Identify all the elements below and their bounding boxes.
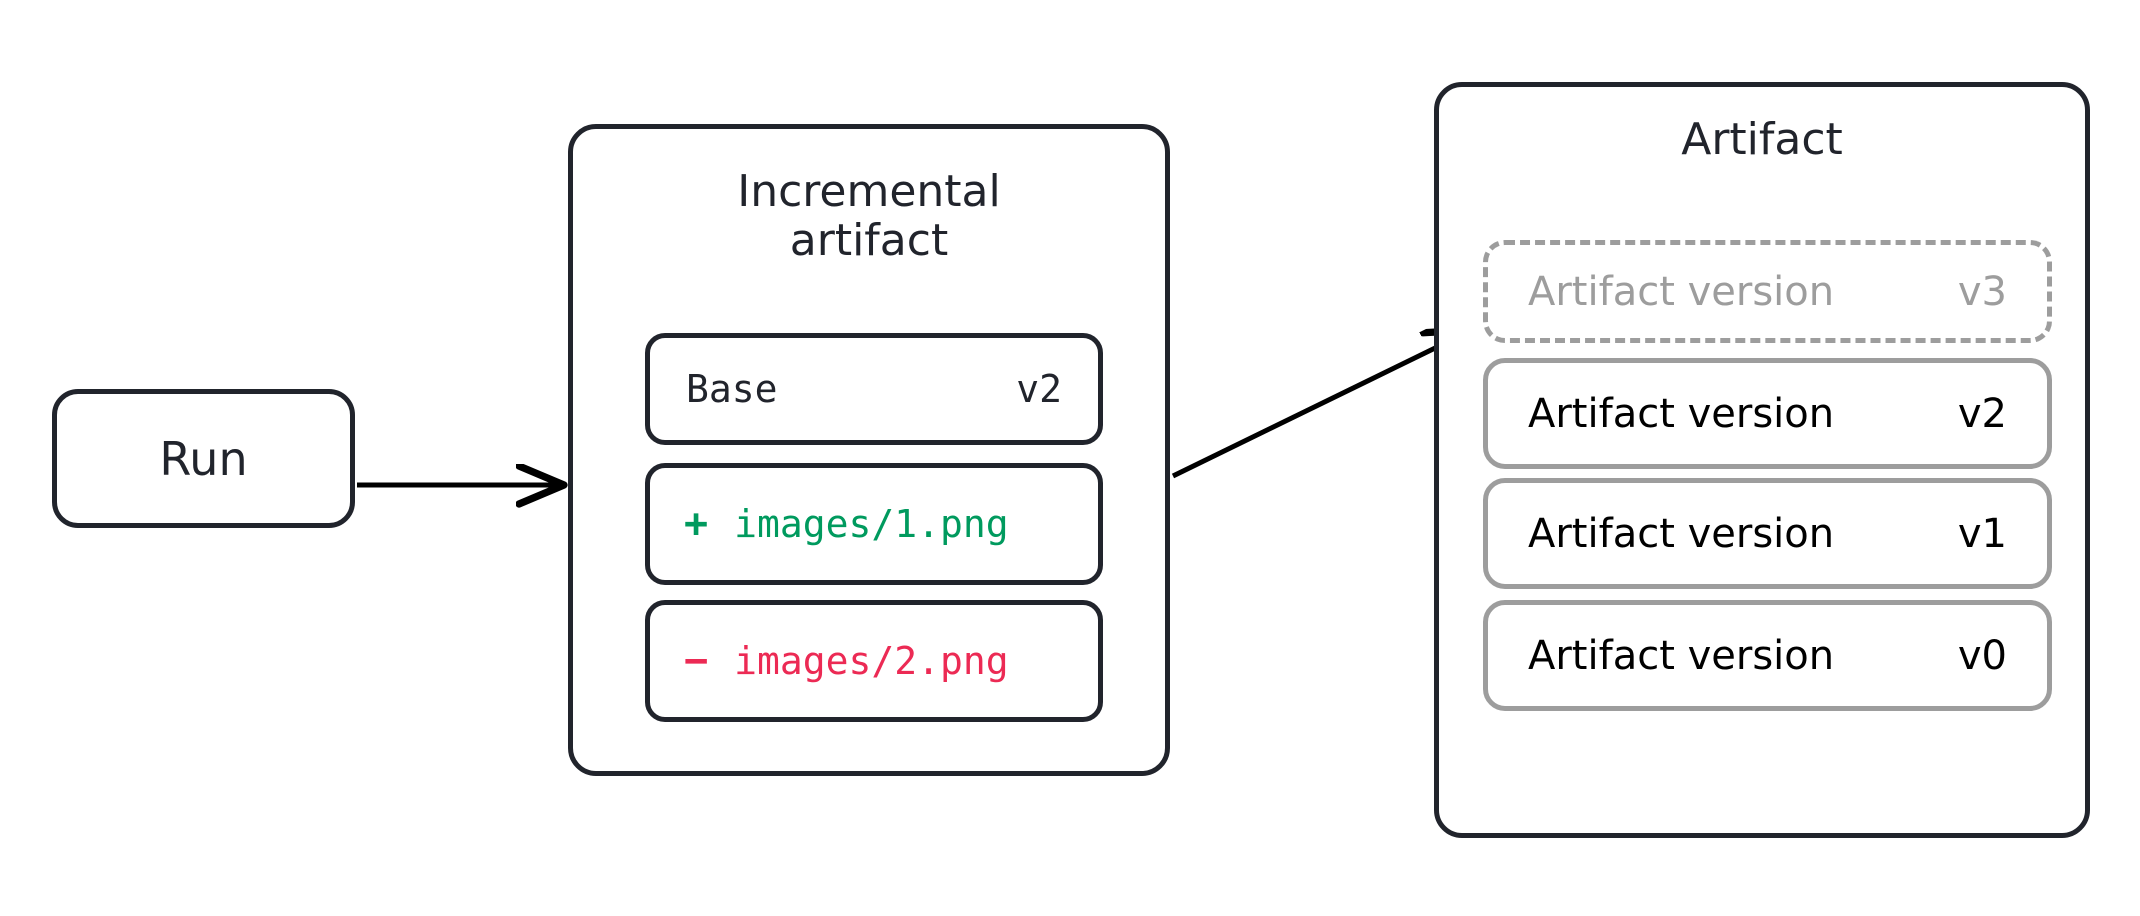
artifact-version-label-v3: Artifact version — [1528, 268, 1835, 315]
artifact-version-row-v2[interactable]: Artifact version v2 — [1483, 358, 2052, 469]
artifact-version-label-v2: Artifact version — [1528, 390, 1835, 437]
artifact-version-value-v2: v2 — [1957, 390, 2007, 437]
incremental-base-version: v2 — [1016, 367, 1062, 411]
artifact-version-value-v1: v1 — [1957, 510, 2007, 557]
incremental-change-row-deleted[interactable]: − images/2.png — [645, 600, 1103, 722]
incremental-change-path-added: images/1.png — [734, 502, 1009, 546]
artifact-version-value-v3: v3 — [1957, 268, 2007, 315]
artifact-title: Artifact — [1681, 114, 1843, 165]
incremental-change-path-deleted: images/2.png — [734, 639, 1009, 683]
artifact-panel[interactable]: Artifact Artifact version v3 Artifact ve… — [1434, 82, 2090, 838]
artifact-version-row-v0[interactable]: Artifact version v0 — [1483, 600, 2052, 711]
incremental-change-row-added[interactable]: + images/1.png — [645, 463, 1103, 585]
artifact-version-row-v3[interactable]: Artifact version v3 — [1483, 240, 2052, 343]
run-node[interactable]: Run — [52, 389, 355, 528]
arrow-incremental-to-artifact — [1171, 331, 1470, 479]
incremental-artifact-panel[interactable]: Incremental artifact Base v2 + images/1.… — [568, 124, 1170, 776]
incremental-base-row[interactable]: Base v2 — [645, 333, 1103, 445]
incremental-artifact-title-line1: Incremental — [737, 166, 1001, 217]
artifact-version-row-v1[interactable]: Artifact version v1 — [1483, 478, 2052, 589]
artifact-version-value-v0: v0 — [1957, 632, 2007, 679]
artifact-version-label-v0: Artifact version — [1528, 632, 1835, 679]
artifact-version-label-v1: Artifact version — [1528, 510, 1835, 557]
run-node-label: Run — [159, 431, 248, 486]
minus-icon: − — [684, 638, 709, 684]
plus-icon: + — [684, 501, 709, 547]
incremental-base-label: Base — [686, 367, 778, 411]
incremental-artifact-title: Incremental artifact — [573, 167, 1165, 266]
incremental-artifact-title-line2: artifact — [789, 215, 949, 267]
